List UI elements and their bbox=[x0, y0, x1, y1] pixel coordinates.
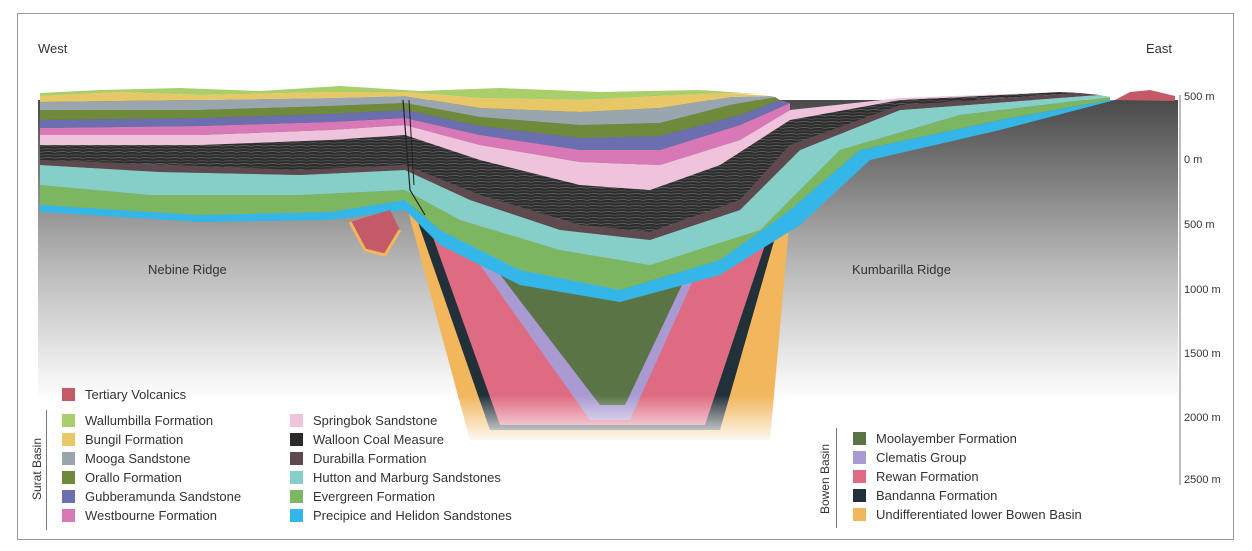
nebine-ridge-label: Nebine Ridge bbox=[148, 262, 227, 277]
surat-basin-label: Surat Basin bbox=[30, 437, 44, 501]
depth-label: 2500 m bbox=[1184, 474, 1221, 486]
evergreen-layer bbox=[40, 97, 1110, 290]
depth-label: 0 m bbox=[1184, 154, 1203, 166]
legend-swatch bbox=[290, 509, 303, 522]
legend-label: Evergreen Formation bbox=[313, 489, 436, 504]
legend-item: Rewan Formation bbox=[853, 468, 979, 485]
depth-label: 500 m bbox=[1184, 91, 1215, 103]
legend-item: Gubberamunda Sandstone bbox=[62, 488, 241, 505]
tertiary-volcanics-east bbox=[1115, 90, 1175, 101]
west-label: West bbox=[38, 41, 68, 56]
legend-label: Wallumbilla Formation bbox=[85, 413, 214, 428]
legend-item: Bungil Formation bbox=[62, 431, 183, 448]
legend-item: Tertiary Volcanics bbox=[62, 386, 186, 403]
legend-swatch bbox=[853, 508, 866, 521]
legend-swatch bbox=[853, 451, 866, 464]
moolayember-layer bbox=[495, 268, 690, 405]
legend-swatch bbox=[290, 490, 303, 503]
legend-label: Clematis Group bbox=[876, 450, 967, 465]
legend-label: Tertiary Volcanics bbox=[85, 387, 187, 402]
legend-label: Hutton and Marburg Sandstones bbox=[313, 470, 501, 485]
legend-swatch bbox=[853, 489, 866, 502]
legend-item: Moolayember Formation bbox=[853, 430, 1017, 447]
legend-label: Springbok Sandstone bbox=[313, 413, 438, 428]
legend-swatch bbox=[62, 490, 75, 503]
wallumbilla-layer bbox=[40, 86, 760, 100]
depth-label: 1500 m bbox=[1184, 348, 1221, 360]
legend-label: Undifferentiated lower Bowen Basin bbox=[876, 507, 1082, 522]
fault-line bbox=[402, 99, 426, 216]
mooga-layer bbox=[40, 96, 775, 125]
legend-item: Mooga Sandstone bbox=[62, 450, 191, 467]
legend-item: Undifferentiated lower Bowen Basin bbox=[853, 506, 1082, 523]
legend-label: Durabilla Formation bbox=[313, 451, 427, 466]
bowen-bracket bbox=[836, 428, 837, 528]
legend-swatch bbox=[290, 433, 303, 446]
legend-item: Bandanna Formation bbox=[853, 487, 997, 504]
legend-item: Hutton and Marburg Sandstones bbox=[290, 469, 501, 486]
legend-swatch bbox=[62, 452, 75, 465]
bowen-basin-label: Bowen Basin bbox=[818, 443, 832, 515]
figure-frame bbox=[17, 13, 1234, 540]
durabilla-layer bbox=[40, 93, 1100, 240]
legend-swatch bbox=[853, 432, 866, 445]
gubberamunda-layer bbox=[40, 100, 790, 150]
legend-label: Bungil Formation bbox=[85, 432, 184, 447]
kumbarilla-ridge-label: Kumbarilla Ridge bbox=[852, 262, 951, 277]
legend-swatch bbox=[62, 414, 75, 427]
legend-label: Bandanna Formation bbox=[876, 488, 998, 503]
precipice-layer bbox=[40, 100, 1115, 302]
legend-swatch bbox=[62, 388, 75, 401]
legend-label: Westbourne Formation bbox=[85, 508, 217, 523]
legend-item: Durabilla Formation bbox=[290, 450, 426, 467]
orallo-layer bbox=[40, 97, 780, 138]
westbourne-layer bbox=[40, 103, 790, 165]
east-label: East bbox=[1146, 41, 1173, 56]
legend-item: Clematis Group bbox=[853, 449, 966, 466]
depth-label: 2000 m bbox=[1184, 412, 1221, 424]
legend-swatch bbox=[62, 509, 75, 522]
legend-item: Wallumbilla Formation bbox=[62, 412, 213, 429]
legend-label: Walloon Coal Measure bbox=[313, 432, 445, 447]
legend-label: Gubberamunda Sandstone bbox=[85, 489, 242, 504]
hutton-layer bbox=[40, 95, 1110, 265]
legend-item: Orallo Formation bbox=[62, 469, 182, 486]
walloon-layer bbox=[40, 92, 1080, 232]
bungil-layer bbox=[40, 92, 770, 112]
legend-label: Rewan Formation bbox=[876, 469, 979, 484]
legend-item: Walloon Coal Measure bbox=[290, 431, 444, 448]
legend-item: Springbok Sandstone bbox=[290, 412, 437, 429]
legend-swatch bbox=[62, 433, 75, 446]
surat-bracket bbox=[46, 410, 47, 530]
legend-label: Mooga Sandstone bbox=[85, 451, 191, 466]
legend-label: Precipice and Helidon Sandstones bbox=[313, 508, 512, 523]
legend-item: Precipice and Helidon Sandstones bbox=[290, 507, 512, 524]
legend-item: Westbourne Formation bbox=[62, 507, 217, 524]
depth-label: 500 m bbox=[1184, 219, 1215, 231]
legend-item: Evergreen Formation bbox=[290, 488, 435, 505]
legend-label: Moolayember Formation bbox=[876, 431, 1017, 446]
depth-label: 1000 m bbox=[1184, 284, 1221, 296]
legend-swatch bbox=[62, 471, 75, 484]
legend-swatch bbox=[853, 470, 866, 483]
springbok-layer bbox=[40, 92, 1060, 190]
legend-swatch bbox=[290, 452, 303, 465]
legend-label: Orallo Formation bbox=[85, 470, 182, 485]
legend-swatch bbox=[290, 471, 303, 484]
legend-swatch bbox=[290, 414, 303, 427]
